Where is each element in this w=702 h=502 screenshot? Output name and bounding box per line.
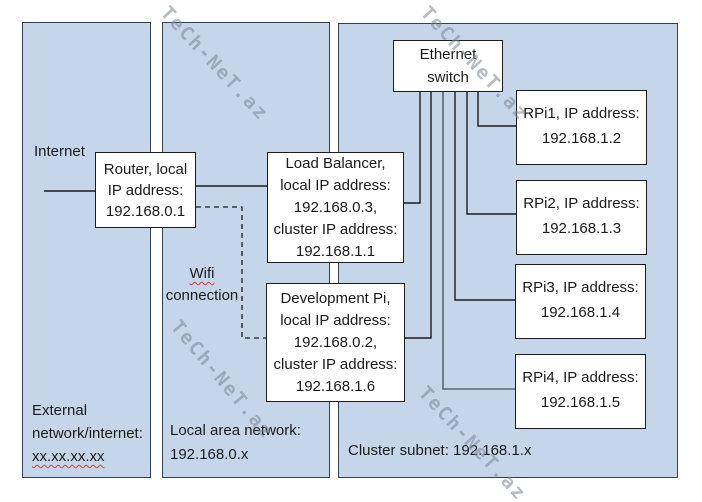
lan-footer-line-1: Local area network: (170, 422, 301, 439)
ethernet-switch-line-1: Ethernet (419, 46, 477, 63)
router-line-2: IP address: (107, 181, 184, 199)
rpi3-line-1: RPi3, IP address: (522, 279, 639, 296)
rpi3-node: RPi3, IP address: 192.168.1.4 (515, 264, 646, 339)
wifi-label-line-2: connection (165, 287, 239, 304)
external-footer-line-3: xx.xx.xx.xx (32, 448, 105, 465)
internet-label: Internet (34, 143, 85, 160)
rpi2-node: RPi2, IP address: 192.168.1.3 (516, 180, 647, 255)
rpi4-node: RPi4, IP address: 192.168.1.5 (515, 354, 646, 429)
router-node: Router, local IP address: 192.168.0.1 (95, 152, 196, 228)
load-balancer-line-2: local IP address: (280, 176, 391, 194)
load-balancer-line-3: 192.168.0.3, (293, 198, 378, 216)
wifi-connection-label: Wifi connection (165, 263, 239, 307)
router-line-1: Router, local (103, 160, 188, 178)
rpi1-line-1: RPi1, IP address: (523, 105, 640, 122)
development-pi-line-2: local IP address: (280, 311, 391, 329)
development-pi-line-4: cluster IP address: (273, 355, 398, 373)
cluster-subnet-footer: Cluster subnet: 192.168.1.x (348, 442, 532, 459)
rpi4-line-2: 192.168.1.5 (540, 394, 621, 411)
external-network-footer: External network/internet: xx.xx.xx.xx (32, 399, 143, 468)
development-pi-line-1: Development Pi, (280, 289, 391, 307)
rpi2-line-1: RPi2, IP address: (523, 195, 640, 212)
lan-footer: Local area network: 192.168.0.x (170, 419, 301, 467)
wifi-label-line-1: Wifi (189, 265, 215, 282)
external-footer-line-2: network/internet: (32, 425, 143, 442)
lan-footer-line-2: 192.168.0.x (170, 446, 249, 463)
development-pi-node: Development Pi, local IP address: 192.16… (266, 283, 405, 402)
rpi1-node: RPi1, IP address: 192.168.1.2 (516, 90, 647, 165)
rpi4-line-1: RPi4, IP address: (522, 369, 639, 386)
load-balancer-line-4: cluster IP address: (273, 220, 398, 238)
development-pi-line-5: 192.168.1.6 (295, 377, 376, 395)
rpi3-line-2: 192.168.1.4 (540, 304, 621, 321)
load-balancer-line-1: Load Balancer, (285, 154, 386, 172)
development-pi-line-3: 192.168.0.2, (293, 333, 378, 351)
ethernet-switch-line-2: switch (427, 69, 469, 86)
load-balancer-node: Load Balancer, local IP address: 192.168… (267, 152, 404, 263)
ethernet-switch-node: Ethernet switch (393, 40, 503, 92)
load-balancer-line-5: 192.168.1.1 (295, 242, 376, 260)
router-line-3: 192.168.0.1 (105, 202, 186, 220)
external-network-panel (22, 22, 151, 478)
external-footer-line-1: External (32, 402, 88, 419)
rpi1-line-2: 192.168.1.2 (541, 130, 622, 147)
rpi2-line-2: 192.168.1.3 (541, 220, 622, 237)
